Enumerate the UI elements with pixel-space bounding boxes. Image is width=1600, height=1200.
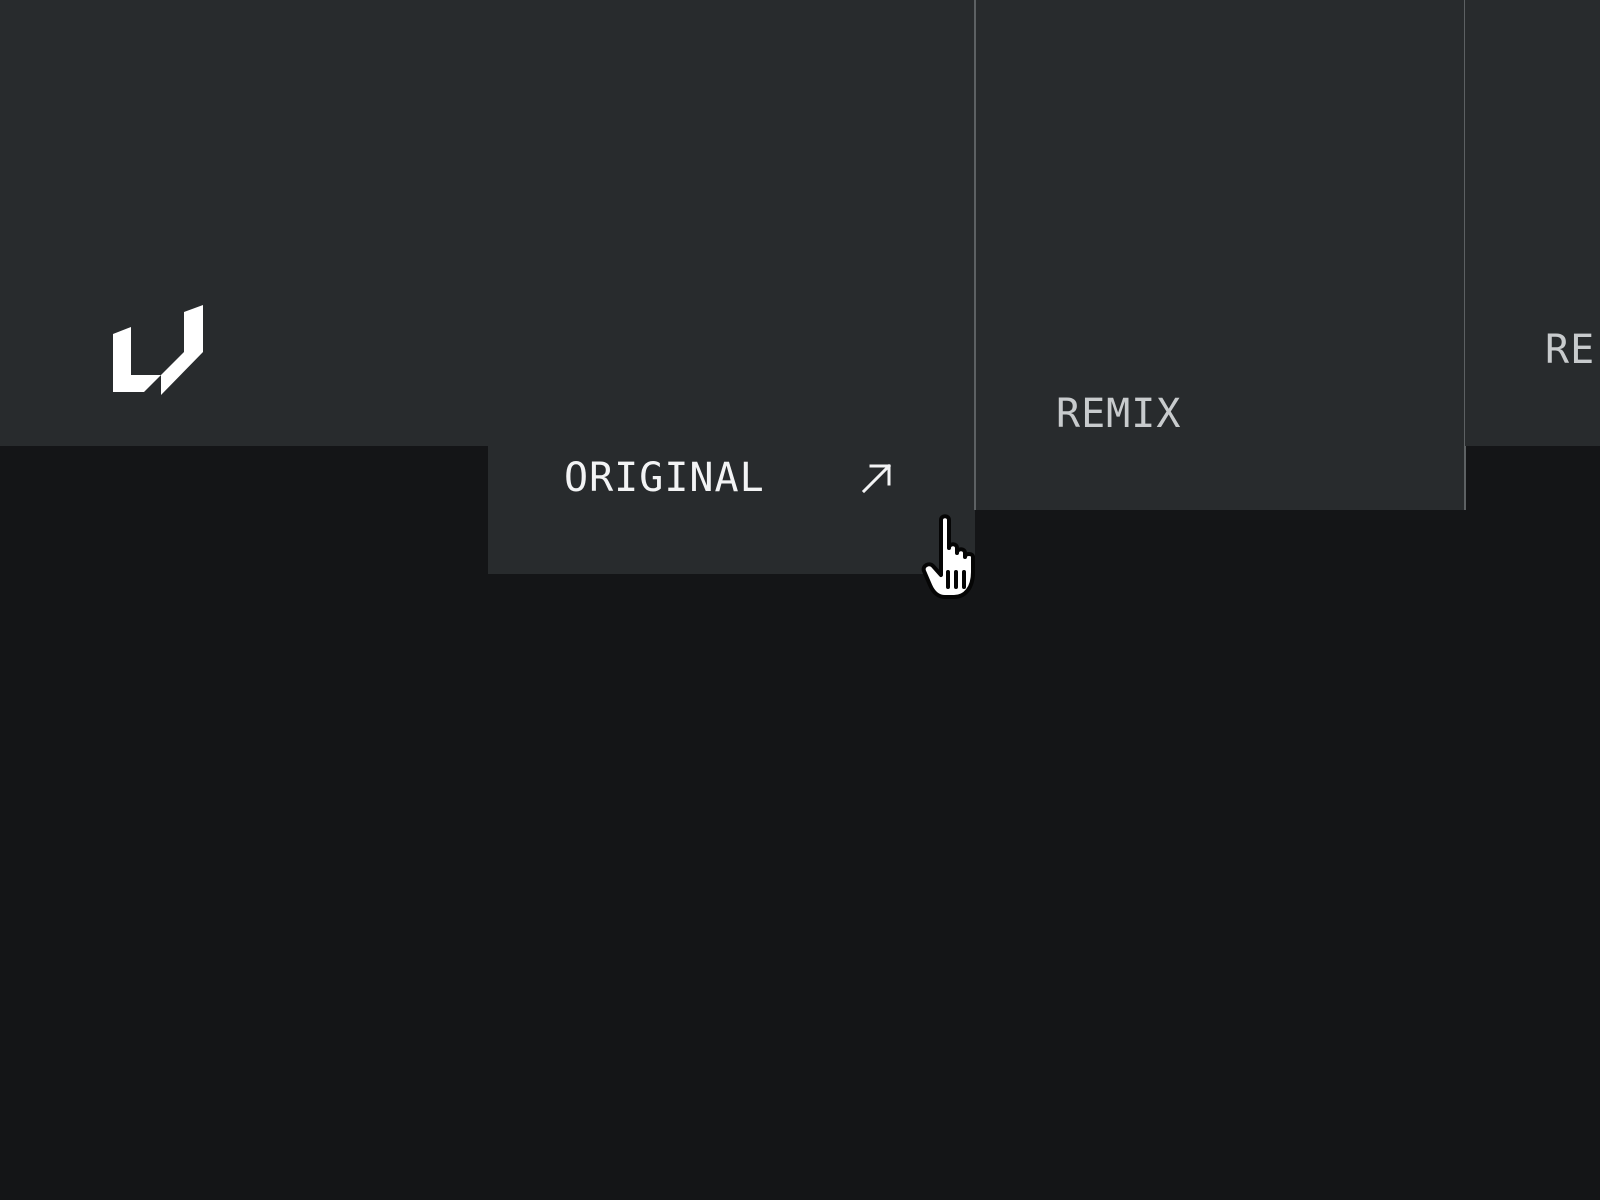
arrow-up-right-icon [861, 463, 892, 494]
tab-remix[interactable]: REMIX [974, 0, 1466, 510]
tab-partial-label: RE [1545, 327, 1596, 373]
tab-remix-label: REMIX [1056, 391, 1182, 437]
tab-original-label: ORIGINAL [564, 455, 765, 501]
tab-original[interactable]: ORIGINAL [488, 0, 975, 574]
tab-partial[interactable]: RE [1465, 0, 1600, 446]
brand-logo-icon[interactable] [113, 305, 205, 397]
